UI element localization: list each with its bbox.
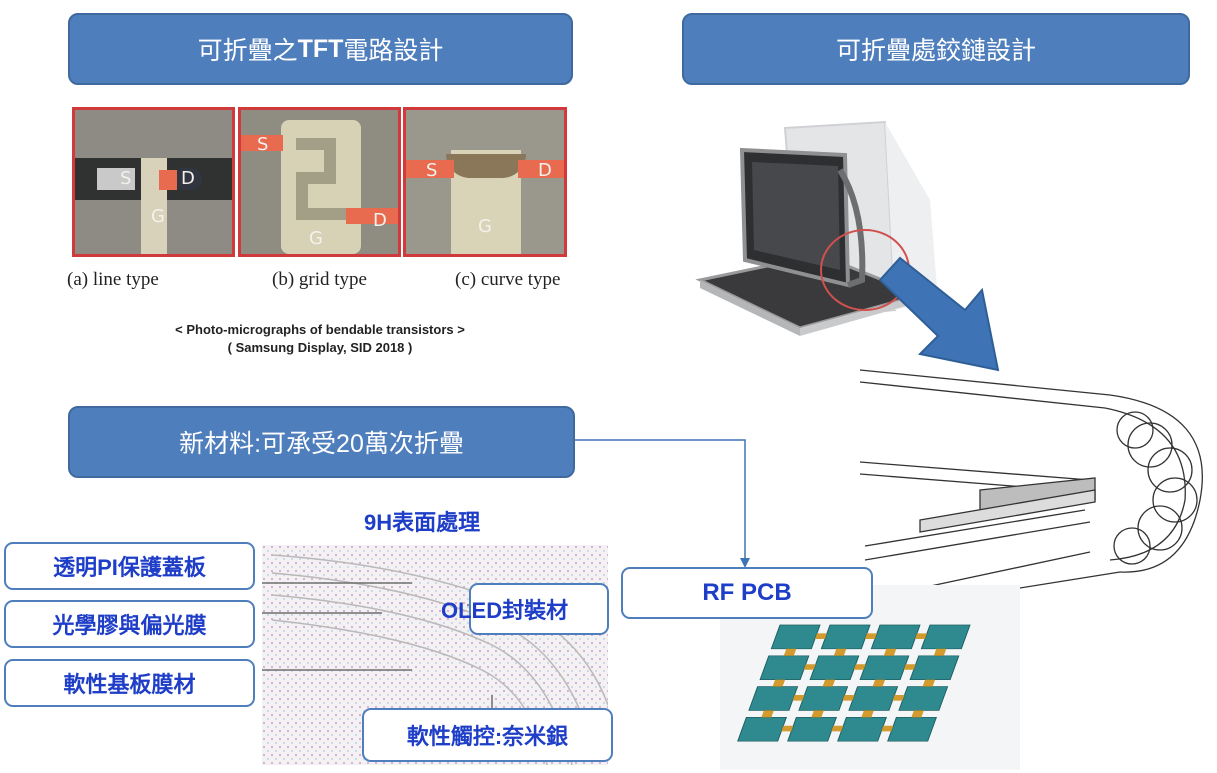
micrograph-note-line2: ( Samsung Display, SID 2018 )	[227, 340, 413, 355]
hinge-header-text: 可折疊處鉸鏈設計	[835, 37, 1036, 65]
line-source-label: S	[120, 168, 132, 189]
micrograph-curve-type: S D G	[403, 107, 567, 257]
rf-pcb-label: RF PCB	[621, 567, 873, 619]
micrograph-line-type: S D G	[72, 107, 235, 257]
micrograph-grid-type: S D G	[238, 107, 401, 257]
touch-layer-label: 軟性觸控:奈米銀	[362, 708, 613, 762]
substrate-layer-text: 軟性基板膜材	[63, 672, 196, 697]
cover-layer-text: 透明PI保護蓋板	[53, 555, 206, 580]
line-drain-label: D	[181, 168, 195, 189]
caption-curve-type: (c) curve type	[455, 269, 561, 290]
encapsulation-layer-label: OLED封裝材	[441, 583, 609, 635]
hinge-design-header: 可折疊處鉸鏈設計	[682, 13, 1190, 85]
grid-drain-label: D	[373, 210, 387, 231]
tft-header-bold: TFT	[297, 34, 344, 63]
polarizer-layer-label: 光學膠與偏光膜	[4, 600, 255, 648]
connector-line	[575, 439, 750, 568]
zoom-arrow	[878, 256, 1000, 372]
caption-line-type: (a) line type	[67, 269, 159, 290]
grid-gate-label: G	[309, 228, 323, 249]
cover-layer-label: 透明PI保護蓋板	[4, 542, 255, 590]
tft-header-suffix: 電路設計	[343, 37, 444, 65]
hinge-cross-section-drawing	[860, 369, 1203, 613]
polarizer-layer-text: 光學膠與偏光膜	[52, 613, 207, 638]
grid-source-label: S	[257, 134, 269, 155]
new-material-header: 新材料:可承受20萬次折疊	[68, 406, 575, 478]
micrograph-note-line1: < Photo-micrographs of bendable transist…	[175, 322, 465, 337]
curve-drain-label: D	[538, 160, 552, 181]
tft-header-prefix: 可折疊之	[197, 37, 298, 65]
curve-source-label: S	[426, 160, 438, 181]
caption-grid-type: (b) grid type	[272, 269, 367, 290]
micrograph-note: < Photo-micrographs of bendable transist…	[100, 322, 540, 355]
line-gate-label: G	[151, 206, 165, 227]
curve-gate-label: G	[478, 216, 492, 237]
encapsulation-layer-text: OLED封裝材	[441, 598, 569, 623]
foldable-phone-illustration	[695, 120, 938, 336]
hardcoat-label: 9H表面處理	[364, 510, 481, 535]
rf-pcb-text: RF PCB	[702, 579, 792, 606]
touch-layer-text: 軟性觸控:奈米銀	[406, 724, 569, 749]
substrate-layer-label: 軟性基板膜材	[4, 659, 255, 707]
material-header-text: 新材料:可承受20萬次折疊	[179, 430, 464, 458]
